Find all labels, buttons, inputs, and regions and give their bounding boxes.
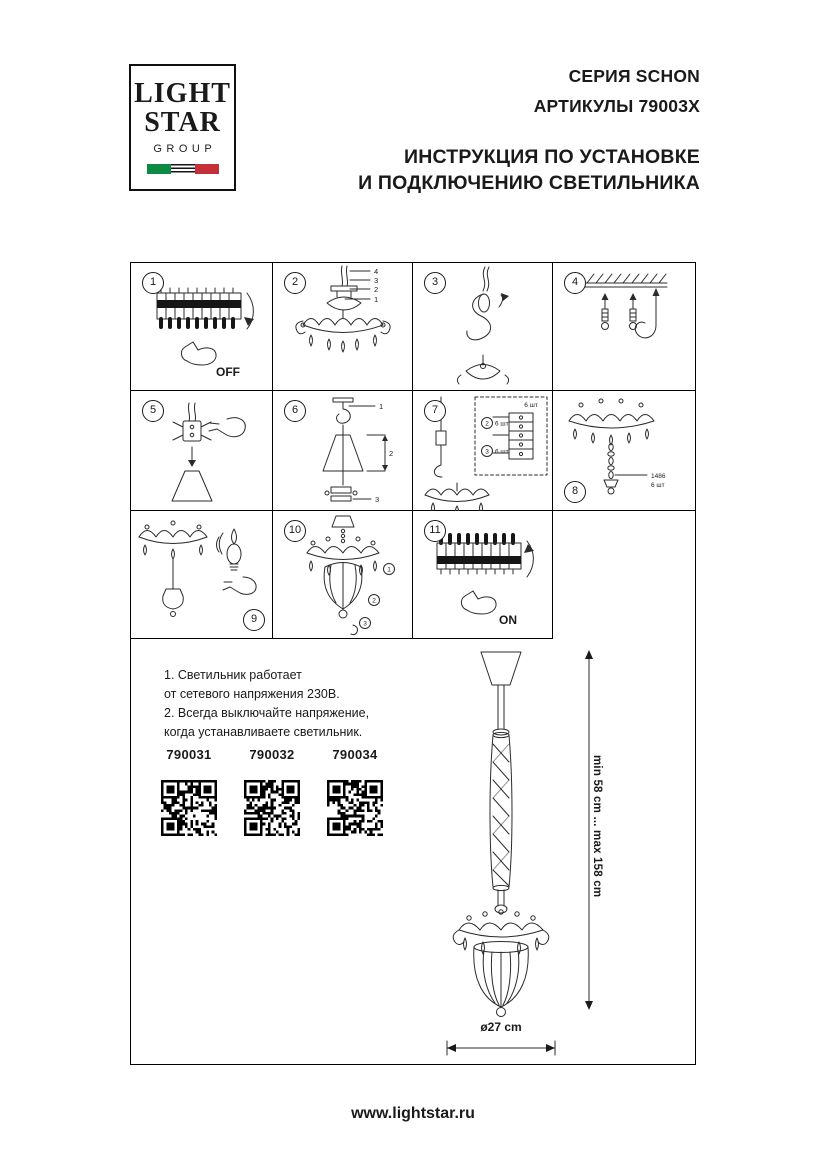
italian-flag-icon (146, 164, 219, 174)
step-8-part-number: 1486 (651, 473, 666, 480)
step-9-number-badge: 9 (243, 609, 265, 631)
step-10-callout-2: 2 (372, 598, 376, 605)
lightstar-logo: LIGHT STAR GROUP (129, 64, 236, 191)
height-dimension-arrow (585, 650, 593, 1010)
step-2-callout-3: 3 (374, 276, 378, 285)
header: СЕРИЯ SCHON АРТИКУЛЫ 79003X ИНСТРУКЦИЯ П… (358, 66, 700, 196)
instruction-title-line1: ИНСТРУКЦИЯ ПО УСТАНОВКЕ (403, 146, 700, 168)
articles-title: АРТИКУЛЫ 79003X (533, 96, 700, 116)
step-7-qty-3: 6 шт (495, 449, 509, 456)
note-line-4: когда устанавливаете светильник. (164, 725, 363, 739)
step-2-callout-2: 2 (374, 285, 378, 294)
product-code-3: 790034 (332, 747, 378, 762)
logo-word-star: STAR (144, 107, 221, 138)
step-2: 2 4 3 2 1 (273, 263, 413, 391)
diameter-dimension-arrow (446, 1040, 556, 1056)
step-4: 4 (553, 263, 695, 391)
step-6-hook-canopy-clamp-drawing: 1 2 3 (322, 397, 393, 504)
step-1-number-badge: 1 (142, 272, 164, 294)
step-11-number-badge: 11 (424, 520, 446, 542)
website-link: www.lightstar.ru (351, 1105, 475, 1122)
height-dimension-label: min 58 cm ... max 158 cm (591, 755, 603, 898)
logo-word-group: GROUP (153, 143, 217, 155)
product-code-1: 790031 (166, 747, 212, 762)
diameter-dimension-label: ø27 cm (480, 1020, 522, 1034)
step-2-canopy-parts-drawing: 4 3 2 1 (295, 265, 391, 353)
instruction-title: ИНСТРУКЦИЯ ПО УСТАНОВКЕ И ПОДКЛЮЧЕНИЮ СВ… (358, 144, 700, 196)
step-7-ref-3: 3 (485, 449, 489, 456)
step-7-ref-2: 2 (485, 421, 489, 428)
off-label: OFF (216, 365, 240, 379)
instruction-title-line2: И ПОДКЛЮЧЕНИЮ СВЕТИЛЬНИКА (358, 172, 700, 194)
step-3: 3 (413, 263, 553, 391)
step-2-number-badge: 2 (284, 272, 306, 294)
series-title: СЕРИЯ SCHON (568, 66, 700, 86)
step-1-circuit-breaker-off-drawing: OFF (156, 287, 254, 379)
step-8-qty: 6 шт (651, 482, 665, 489)
instruction-grid: 1 OFF 2 (130, 262, 696, 1065)
step-2-callout-4: 4 (374, 267, 378, 276)
step-5: 5 (131, 391, 273, 511)
qr-code-2 (244, 780, 300, 836)
step-11-circuit-breaker-on-drawing: ON (436, 533, 534, 627)
step-3-hook-cable-drawing (456, 266, 510, 385)
step-10-assembled-pendant-drawing: 1 2 3 (306, 515, 395, 636)
step-7: 7 6 шт (413, 391, 553, 511)
note-line-3: 2. Всегда выключайте напряжение, (164, 706, 370, 720)
step-2-callout-1: 1 (374, 295, 378, 304)
step-4-ceiling-anchor-drawing (582, 273, 668, 339)
step-10-callout-1: 1 (387, 567, 391, 574)
step-10: 10 1 2 3 (273, 511, 413, 639)
step-11: 11 ON (413, 511, 553, 639)
step-6-callout-2: 2 (389, 449, 393, 458)
step-7-qty-top: 6 шт (524, 402, 538, 409)
step-10-number-badge: 10 (284, 520, 306, 542)
qr-code-1 (161, 780, 217, 836)
note-line-2: от сетевого напряжения 230В. (164, 687, 340, 701)
step-8-crown-chain-drawing: 1486 6 шт (568, 398, 666, 495)
step-6-callout-3: 3 (375, 495, 379, 504)
product-code-2: 790032 (249, 747, 295, 762)
step-7-qty-2: 6 шт (495, 421, 509, 428)
step-6-number-badge: 6 (284, 400, 306, 422)
step-5-number-badge: 5 (142, 400, 164, 422)
step-9: 9 (131, 511, 273, 639)
step-8-number-badge: 8 (564, 481, 586, 503)
safety-notes: 1. Светильник работает от сетевого напря… (164, 666, 369, 742)
note-line-1: 1. Светильник работает (164, 668, 302, 682)
step-10-callout-3: 3 (363, 621, 367, 628)
step-9-bulb-install-drawing (138, 520, 257, 617)
logo-word-light: LIGHT (134, 78, 231, 109)
pendant-lamp-drawing (452, 651, 550, 1017)
step-7-number-badge: 7 (424, 400, 446, 422)
step-4-number-badge: 4 (564, 272, 586, 294)
step-6-callout-1: 1 (379, 402, 383, 411)
step-3-number-badge: 3 (424, 272, 446, 294)
step-6: 6 1 2 3 (273, 391, 413, 511)
qr-code-3 (327, 780, 383, 836)
step-8: 8 1486 6 шт (553, 391, 695, 511)
on-label: ON (499, 613, 517, 627)
step-5-connector-cone-drawing (171, 402, 246, 502)
step-1: 1 OFF (131, 263, 273, 391)
